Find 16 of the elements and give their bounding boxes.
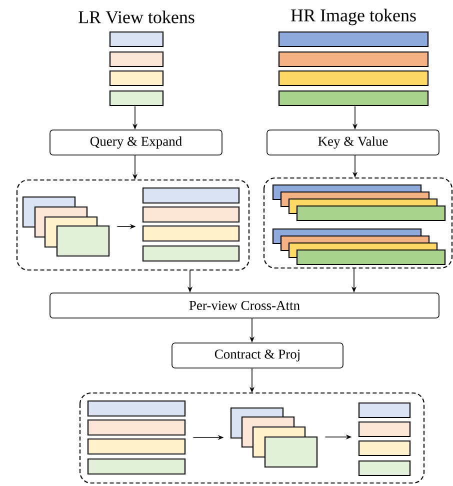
process-box: Per-view Cross-Attn [50,292,440,318]
process-box: Key & Value [266,130,440,156]
process-box: Contract & Proj [172,342,344,368]
token-stack-drawing [142,187,240,262]
process-box: Query & Expand [50,130,222,156]
card-stack-drawing [230,407,318,468]
dashed-group-box [79,392,425,484]
token-stack-drawing [272,184,446,222]
card-stack-drawing [22,196,110,257]
token-stack-drawing [358,402,411,476]
token-stack-drawing [272,228,446,266]
dashed-group-box [263,177,453,269]
token-stack-drawing [87,400,186,475]
dashed-group-box [16,179,250,271]
heading: LR View tokens [78,10,194,24]
heading: HR Image tokens [291,8,416,26]
